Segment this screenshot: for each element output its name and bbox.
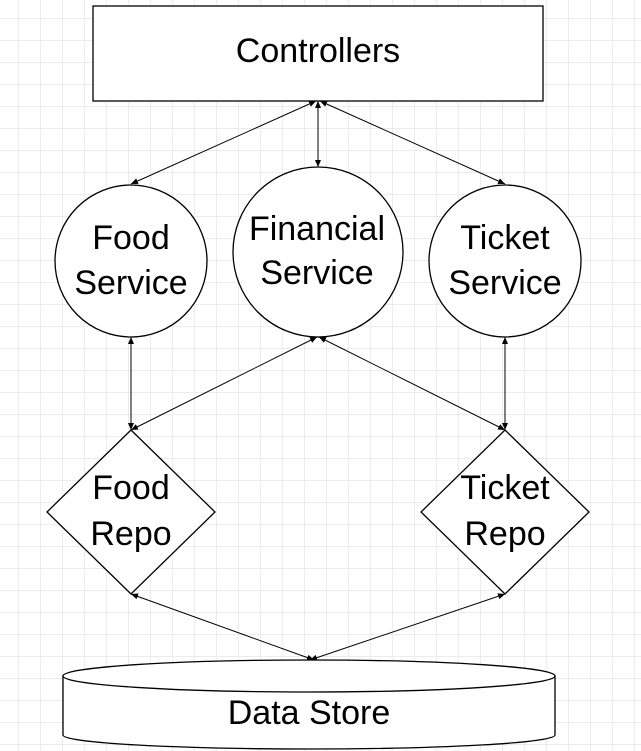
food-service-label-line1: Food [92, 219, 170, 257]
data-store-cylinder-body [62, 675, 556, 750]
data-store-node[interactable]: Data Store [62, 659, 556, 750]
food-repo-label-line2: Repo [90, 515, 171, 553]
data-store-cylinder-top [62, 659, 556, 693]
ticket-service-node[interactable]: Ticket Service [428, 184, 582, 338]
ticket-repo-diamond [420, 429, 590, 595]
ticket-service-label-line2: Service [448, 264, 561, 302]
controllers-label: Controllers [236, 32, 400, 70]
food-repo-label-line1: Food [92, 469, 170, 507]
edge-ticket-repo-data-store [309, 593, 506, 661]
food-service-circle [54, 184, 208, 338]
financial-service-node[interactable]: Financial Service [232, 166, 404, 338]
food-repo-node[interactable]: Food Repo [46, 429, 216, 595]
edge-controllers-ticket-service [319, 100, 506, 185]
edge-controllers-food-service [130, 100, 317, 185]
food-service-node[interactable]: Food Service [54, 184, 208, 338]
ticket-repo-label-line1: Ticket [460, 469, 550, 507]
financial-service-circle [232, 166, 404, 338]
ticket-service-circle [428, 184, 582, 338]
edge-financial-service-ticket-repo [318, 336, 506, 431]
controllers-box [92, 5, 544, 102]
ticket-repo-node[interactable]: Ticket Repo [420, 429, 590, 595]
ticket-service-label-line1: Ticket [460, 219, 550, 257]
financial-service-label-line1: Financial [249, 210, 385, 248]
edges [128, 100, 508, 661]
controllers-node[interactable]: Controllers [92, 5, 544, 102]
ticket-repo-label-line2: Repo [464, 515, 545, 553]
food-service-label-line2: Service [74, 264, 187, 302]
data-store-label: Data Store [228, 694, 391, 732]
financial-service-label-line2: Service [260, 254, 373, 292]
edge-food-repo-data-store [130, 593, 315, 661]
food-repo-diamond [46, 429, 216, 595]
edge-financial-service-food-repo [130, 336, 318, 431]
